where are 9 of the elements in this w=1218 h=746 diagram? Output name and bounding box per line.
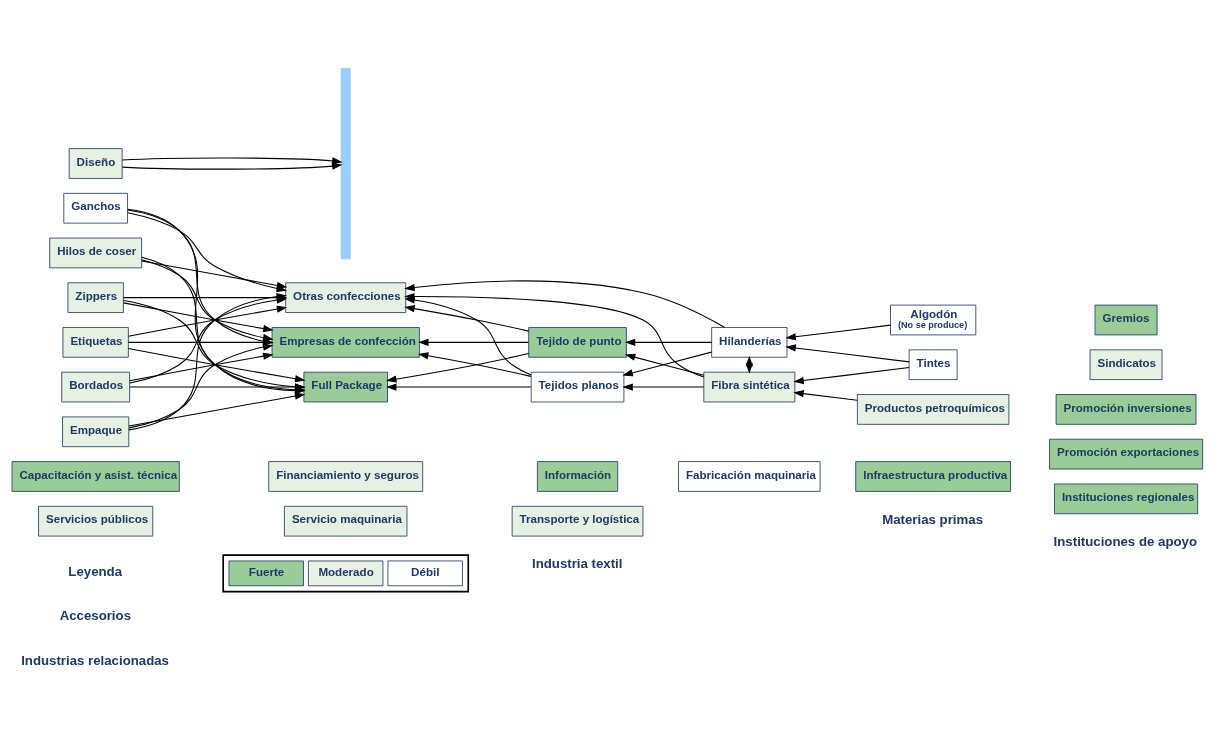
legend-label: Moderado bbox=[318, 565, 374, 578]
label: Instituciones de apoyo bbox=[1053, 533, 1198, 549]
label: Industria textil bbox=[532, 556, 623, 572]
label: Industrias relacionadas bbox=[21, 653, 169, 669]
label: Leyenda bbox=[68, 563, 123, 579]
legend-label: Fuerte bbox=[248, 565, 285, 578]
label: Accesorios bbox=[59, 608, 132, 624]
label: Materias primas bbox=[882, 511, 984, 527]
legend-label: Débil bbox=[411, 565, 440, 578]
